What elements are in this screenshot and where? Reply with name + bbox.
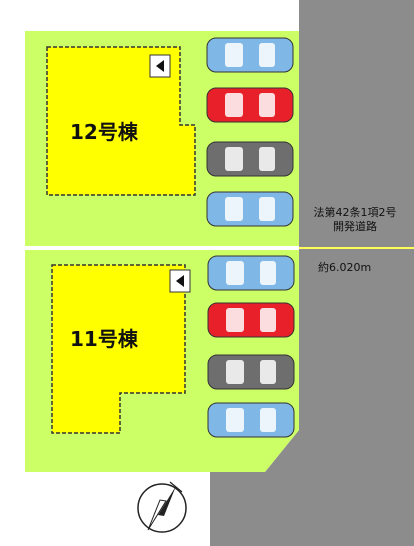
building-12-label: 12号棟 bbox=[70, 120, 138, 144]
parked-car bbox=[206, 87, 294, 123]
parked-car bbox=[206, 191, 294, 227]
parked-car bbox=[206, 37, 294, 73]
road-designation-line2: 開発道路 bbox=[333, 220, 377, 233]
parked-car bbox=[207, 354, 295, 390]
road bbox=[210, 0, 414, 546]
road-width-label: 約6.020m bbox=[318, 261, 372, 274]
building-11-label: 11号棟 bbox=[70, 327, 138, 351]
parked-car bbox=[206, 141, 294, 177]
parked-car bbox=[207, 255, 295, 291]
road-designation: 法第42条1項2号 開発道路 bbox=[300, 206, 410, 234]
entrance-arrow-icon bbox=[156, 60, 164, 72]
building-12 bbox=[46, 46, 196, 196]
entrance-arrow-icon bbox=[176, 275, 184, 287]
parked-car bbox=[207, 302, 295, 338]
road-designation-line1: 法第42条1項2号 bbox=[313, 206, 397, 219]
compass-north-arrow-icon bbox=[137, 481, 187, 533]
building-11 bbox=[51, 264, 186, 434]
parked-car bbox=[207, 402, 295, 438]
